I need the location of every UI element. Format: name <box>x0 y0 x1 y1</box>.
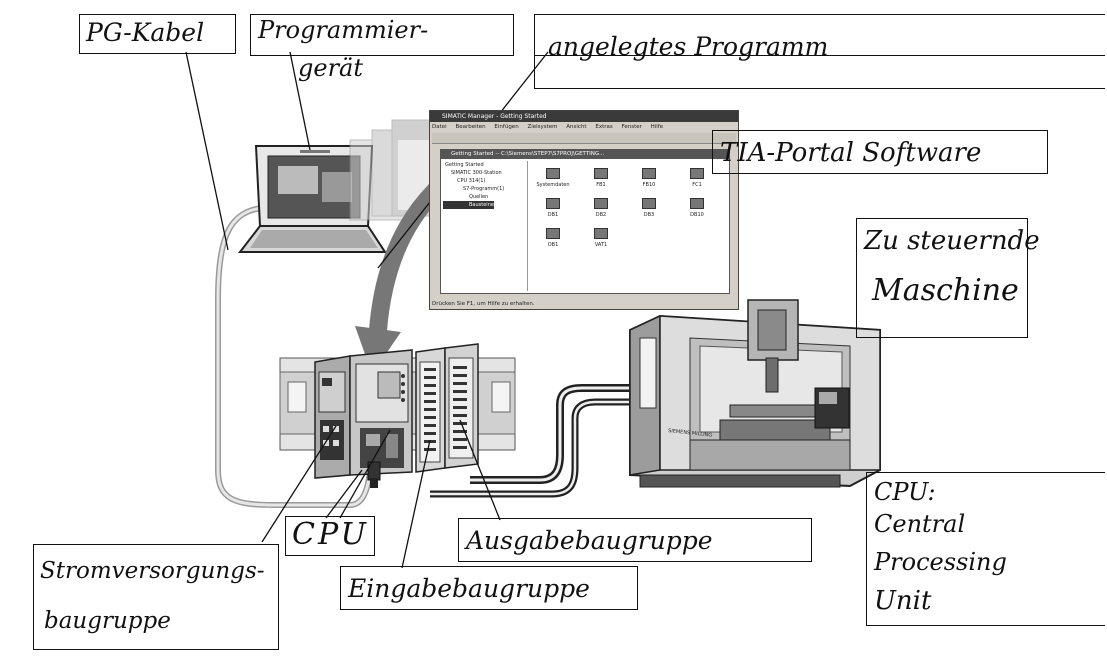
maschine-label-line2: Maschine <box>872 276 1019 306</box>
tree-item[interactable]: CPU 314(1) <box>443 177 527 185</box>
cpu-definition-line1: CPU: <box>874 480 936 504</box>
maschine-label-line1: Zu steuernde <box>864 228 1040 254</box>
block-item[interactable]: Systemdaten <box>533 168 573 188</box>
tree-item[interactable]: S7-Programm(1) <box>443 185 527 193</box>
eingabe-label: Eingabebaugruppe <box>348 576 590 601</box>
block-item[interactable]: DB10 <box>677 198 717 218</box>
tree-item[interactable]: Bausteine <box>443 201 494 209</box>
block-item[interactable]: FB10 <box>629 168 669 188</box>
toolbar[interactable] <box>432 133 736 144</box>
block-item[interactable]: FC1 <box>677 168 717 188</box>
output-module <box>445 344 478 468</box>
cpu-label: CPU <box>292 520 369 550</box>
pg-kabel-leader <box>186 52 228 250</box>
tia-label: TIA-Portal Software <box>720 140 981 166</box>
simatic-manager-window[interactable]: SIMATIC Manager - Getting Started Datei … <box>429 110 739 310</box>
angelegtes-label: angelegtes Programm <box>548 34 828 59</box>
menu-bar[interactable]: Datei Bearbeiten Einfügen Zielsystem Ans… <box>432 123 736 132</box>
menu-item[interactable]: Fenster <box>621 124 641 130</box>
menu-item[interactable]: Zielsystem <box>527 124 557 130</box>
menu-item[interactable]: Bearbeiten <box>455 124 485 130</box>
project-window-title: Getting Started -- C:\Siemens\STEP7\S7PR… <box>441 150 729 159</box>
cpu-definition-line2: Central <box>874 512 965 536</box>
tree-item[interactable]: Quellen <box>443 193 527 201</box>
pg-kabel-label: PG-Kabel <box>86 20 204 45</box>
block-item[interactable]: DB1 <box>533 198 573 218</box>
cpu-definition-line3: Processing <box>874 550 1007 574</box>
strom-label-line2: baugruppe <box>44 610 171 633</box>
project-tree[interactable]: Getting Started SIMATIC 300-Station CPU … <box>443 161 528 291</box>
programmier-label-line2: gerät <box>298 56 363 80</box>
menu-item[interactable]: Einfügen <box>494 124 518 130</box>
block-item[interactable]: FB1 <box>581 168 621 188</box>
status-bar: Drücken Sie F1, um Hilfe zu erhalten. <box>432 301 535 307</box>
window-title: SIMATIC Manager - Getting Started <box>430 111 738 122</box>
tree-item[interactable]: Getting Started <box>443 161 527 169</box>
block-item[interactable]: DB2 <box>581 198 621 218</box>
power-supply-module <box>315 356 350 478</box>
menu-item[interactable]: Extras <box>595 124 612 130</box>
input-module <box>416 348 445 472</box>
strom-label-line1: Stromversorgungs- <box>40 560 265 583</box>
cnc-machine-icon: SIEMENS MILLING <box>630 300 880 487</box>
block-item[interactable]: DB3 <box>629 198 669 218</box>
menu-item[interactable]: Datei <box>432 124 447 130</box>
tree-item[interactable]: SIMATIC 300-Station <box>443 169 527 177</box>
project-window[interactable]: Getting Started -- C:\Siemens\STEP7\S7PR… <box>440 149 730 294</box>
block-item[interactable]: VAT1 <box>581 228 621 248</box>
cpu-module <box>350 350 412 488</box>
menu-item[interactable]: Hilfe <box>651 124 664 130</box>
cpu-definition-line4: Unit <box>874 588 931 614</box>
ausgabe-label: Ausgabebaugruppe <box>466 528 713 553</box>
block-item[interactable]: OB1 <box>533 228 573 248</box>
menu-item[interactable]: Ansicht <box>566 124 586 130</box>
programmier-label-line1: Programmier- <box>258 18 428 42</box>
